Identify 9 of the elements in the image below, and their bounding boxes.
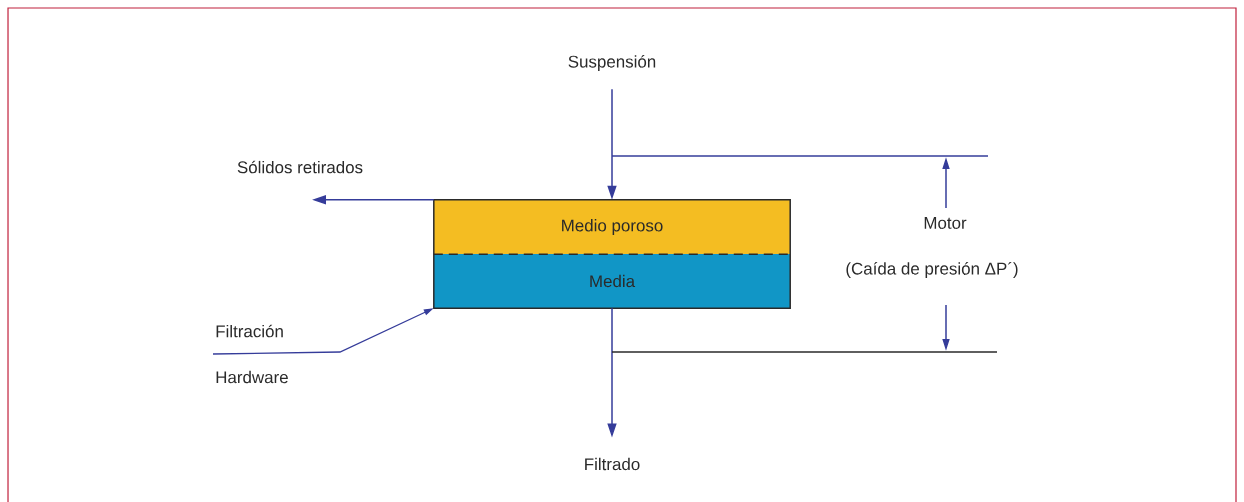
flow-label: Sólidos retirados (237, 160, 363, 174)
label-text: Hardware (216, 370, 288, 384)
flow-label: Suspensión (568, 55, 656, 71)
filter-layer: Medio poroso (434, 200, 790, 254)
dimension-label: (Caída de presión ΔP´) (846, 262, 1018, 278)
filter-layer: Media (434, 254, 790, 308)
label-text: Filtración (216, 324, 283, 338)
flow-label: Filtrado (585, 457, 640, 471)
dimension-label: Motor (924, 217, 967, 229)
